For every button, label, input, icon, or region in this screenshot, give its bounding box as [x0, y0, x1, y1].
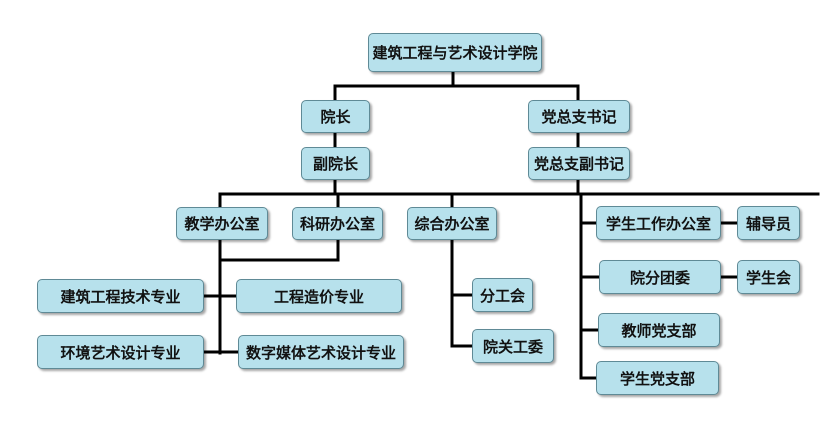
node-counselor: 辅导员 [737, 206, 800, 240]
node-elderly-care-committee: 院关工委 [472, 329, 554, 363]
node-student-union: 学生会 [737, 260, 800, 294]
node-college: 建筑工程与艺术设计学院 [368, 33, 542, 72]
node-student-affairs-office: 学生工作办公室 [596, 206, 721, 240]
node-major-cost-engineering: 工程造价专业 [236, 279, 402, 313]
node-major-construction-tech: 建筑工程技术专业 [37, 279, 204, 313]
node-deputy-party-secretary: 党总支副书记 [528, 147, 630, 180]
node-major-digital-media: 数字媒体艺术设计专业 [238, 335, 404, 369]
node-research-office: 科研办公室 [292, 207, 383, 240]
node-teacher-party-branch: 教师党支部 [598, 313, 720, 347]
node-party-secretary: 党总支书记 [528, 100, 630, 133]
node-youth-league: 院分团委 [599, 260, 721, 294]
node-student-party-branch: 学生党支部 [596, 361, 719, 395]
node-dean: 院长 [301, 100, 370, 133]
node-vice-dean: 副院长 [301, 147, 370, 180]
node-general-office: 综合办公室 [407, 207, 497, 240]
node-teaching-office: 教学办公室 [176, 207, 268, 240]
node-trade-union: 分工会 [472, 278, 533, 312]
node-major-environmental-art: 环境艺术设计专业 [37, 335, 204, 369]
